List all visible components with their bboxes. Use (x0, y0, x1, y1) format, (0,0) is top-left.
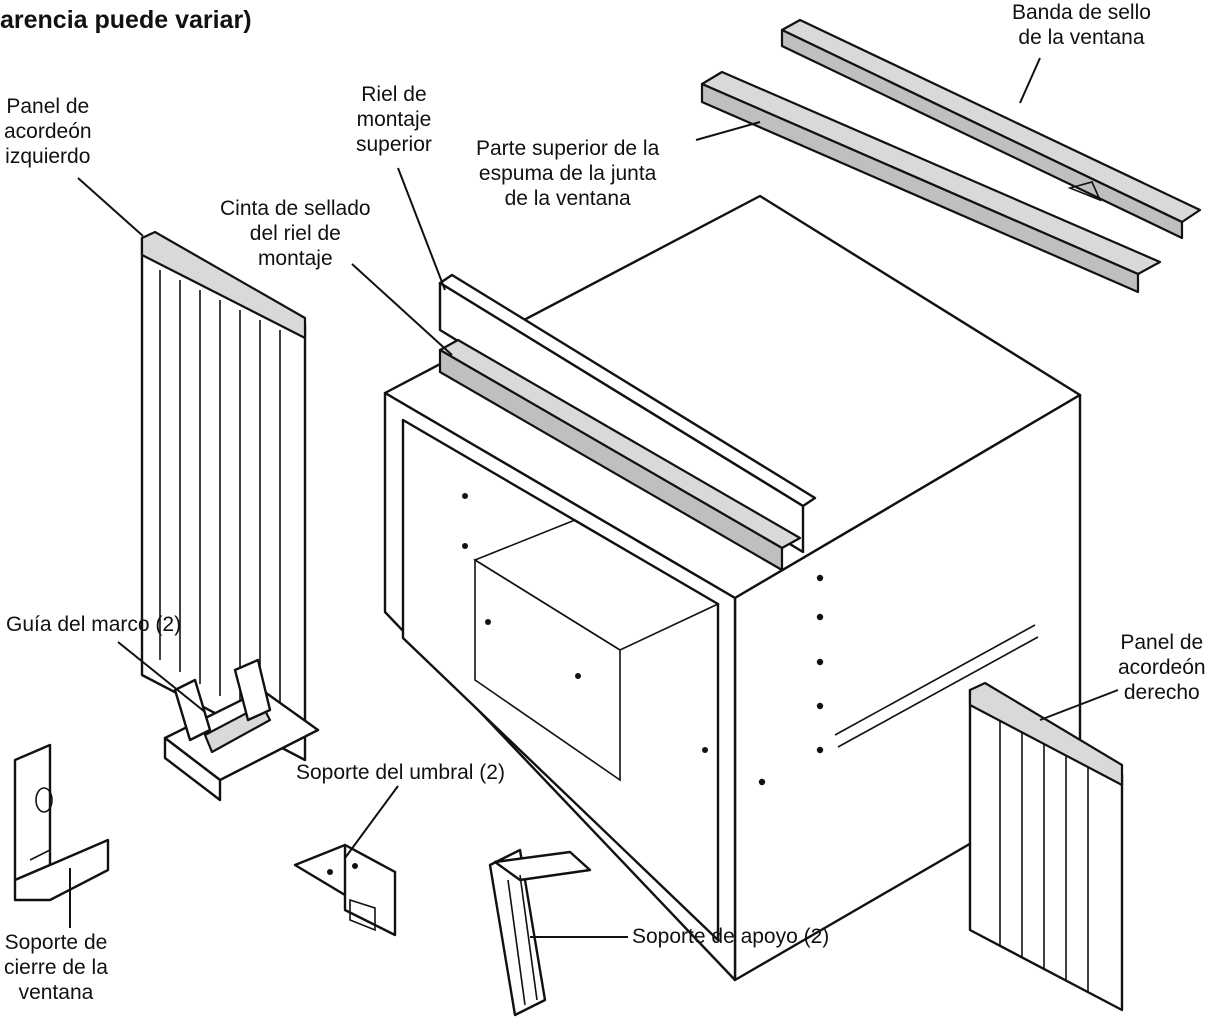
upper-mounting-rail-part (438, 273, 817, 572)
leader-lines (69, 57, 1119, 938)
support-bracket-part (488, 848, 592, 1017)
page-title: arencia puede variar) (0, 6, 252, 34)
label-sill-bracket: Soporte del umbral (2) (296, 761, 505, 784)
cabinet-sleeve (383, 194, 1082, 982)
window-seal-strip-part (780, 18, 1202, 240)
left-accordion-panel-part (140, 230, 307, 762)
right-accordion-panel-part (968, 681, 1124, 1012)
window-gasket-foam-part (700, 70, 1162, 294)
window-lock-bracket-part (13, 743, 110, 902)
label-support-bracket: Soporte de apoyo (2) (632, 925, 830, 948)
label-sash-guide: Guía del marco (2) (6, 613, 182, 636)
sill-bracket-part (293, 843, 397, 937)
